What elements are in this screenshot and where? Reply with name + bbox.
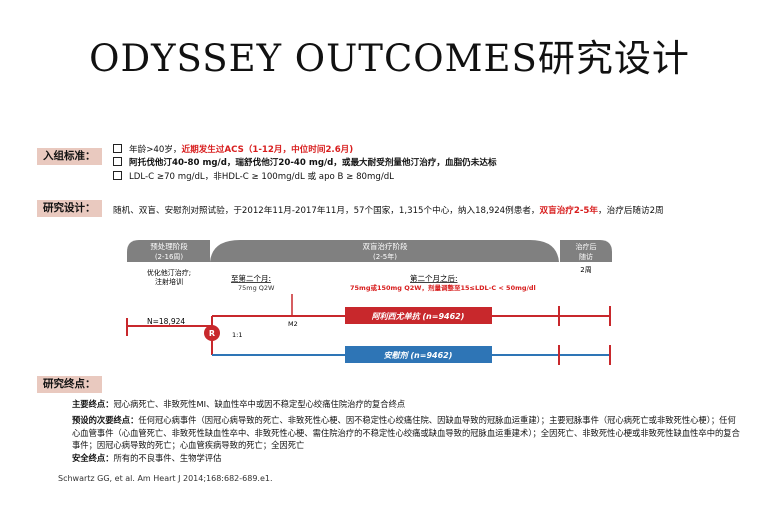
phase-pre-note2: 注射培训	[155, 277, 183, 286]
inclusion-age: 年龄>40岁，	[129, 145, 182, 155]
safety-endpoint: 安全终点：所有的不良事件、生物学评估	[72, 452, 744, 465]
inclusion-statin: 阿托伐他汀40-80 mg/d，瑞舒伐他汀20-40 mg/d，或最大耐受剂量他…	[129, 158, 497, 168]
phase-main-sub: (2-5年)	[373, 252, 397, 261]
randomization-circle	[204, 325, 220, 341]
after-dose: 75mg或150mg Q2W，剂量调整至15≤LDL-C < 50mg/dl	[350, 283, 536, 292]
phase-pre-title: 预处理阶段	[150, 241, 188, 251]
checkbox-icon	[113, 144, 122, 153]
design-post: ，治疗后随访2周	[598, 206, 664, 216]
phase-pre-band	[127, 240, 210, 262]
primary-endpoint-label: 主要终点：	[72, 399, 114, 409]
arm1-label: 阿利西尤单抗 (n=9462)	[372, 311, 465, 321]
ratio-label: 1:1	[232, 331, 242, 339]
phase-post-title: 治疗后	[576, 242, 597, 251]
arm1-bar	[345, 307, 492, 324]
inclusion-item-2: 阿托伐他汀40-80 mg/d，瑞舒伐他汀20-40 mg/d，或最大耐受剂量他…	[113, 157, 497, 170]
page-title: ODYSSEY OUTCOMES研究设计	[89, 37, 690, 80]
inclusion-acs: 近期发生过ACS（1-12月，中位时间2.6月)	[181, 145, 354, 155]
inclusion-item-1: 年龄>40岁，近期发生过ACS（1-12月，中位时间2.6月)	[113, 144, 353, 157]
phase-post-band	[560, 240, 612, 262]
secondary-endpoint: 预设的次要终点：任何冠心病事件（因冠心病导致的死亡、非致死性心梗、因不稳定性心绞…	[72, 414, 744, 452]
m2-label: M2	[288, 320, 298, 328]
phase-pre-note1: 优化他汀治疗;	[147, 268, 191, 277]
phase-post-note: 2周	[580, 266, 591, 274]
design-text: 随机、双盲、安慰剂对照试验，于2012年11月-2017年11月，57个国家，1…	[113, 204, 664, 216]
primary-endpoint: 主要终点：冠心病死亡、非致死性MI、缺血性卒中或因不稳定型心绞痛住院治疗的复合终…	[72, 398, 744, 411]
secondary-endpoint-text: 任何冠心病事件（因冠心病导致的死亡、非致死性心梗、因不稳定性心绞痛住院、因缺血导…	[72, 415, 740, 450]
reference: Schwartz GG, et al. Am Heart J 2014;168:…	[58, 474, 273, 483]
month2-label: 至第二个月:	[231, 273, 271, 283]
endpoints-label: 研究终点：	[37, 376, 102, 393]
phase-pre-sub: (2-16周)	[155, 253, 184, 261]
design-pre: 随机、双盲、安慰剂对照试验，于2012年11月-2017年11月，57个国家，1…	[113, 206, 540, 216]
n-label: N=18,924	[147, 317, 185, 326]
inclusion-label: 入组标准：	[37, 148, 102, 165]
arm2-bar	[345, 346, 492, 363]
design-label: 研究设计：	[37, 200, 102, 217]
primary-endpoint-text: 冠心病死亡、非致死性MI、缺血性卒中或因不稳定型心绞痛住院治疗的复合终点	[113, 399, 406, 409]
phase-main-title: 双盲治疗阶段	[363, 241, 408, 251]
safety-endpoint-text: 所有的不良事件、生物学评估	[113, 453, 222, 463]
design-duration: 双盲治疗2-5年	[539, 206, 599, 216]
safety-endpoint-label: 安全终点：	[72, 453, 114, 463]
arm2-label: 安慰剂 (n=9462)	[384, 351, 453, 360]
secondary-endpoint-label: 预设的次要终点：	[72, 415, 139, 425]
inclusion-item-3: LDL-C ≥70 mg/dL，非HDL-C ≥ 100mg/dL 或 apo …	[113, 171, 394, 184]
month2-dose: 75mg Q2W	[238, 284, 275, 292]
checkbox-icon	[113, 157, 122, 166]
after-label: 第二个月之后:	[410, 273, 458, 283]
checkbox-icon	[113, 171, 122, 180]
phase-main-band	[210, 240, 559, 262]
inclusion-lipid: LDL-C ≥70 mg/dL，非HDL-C ≥ 100mg/dL 或 apo …	[129, 172, 394, 182]
phase-post-sub: 随访	[579, 252, 593, 261]
randomization-label: R	[209, 329, 215, 338]
